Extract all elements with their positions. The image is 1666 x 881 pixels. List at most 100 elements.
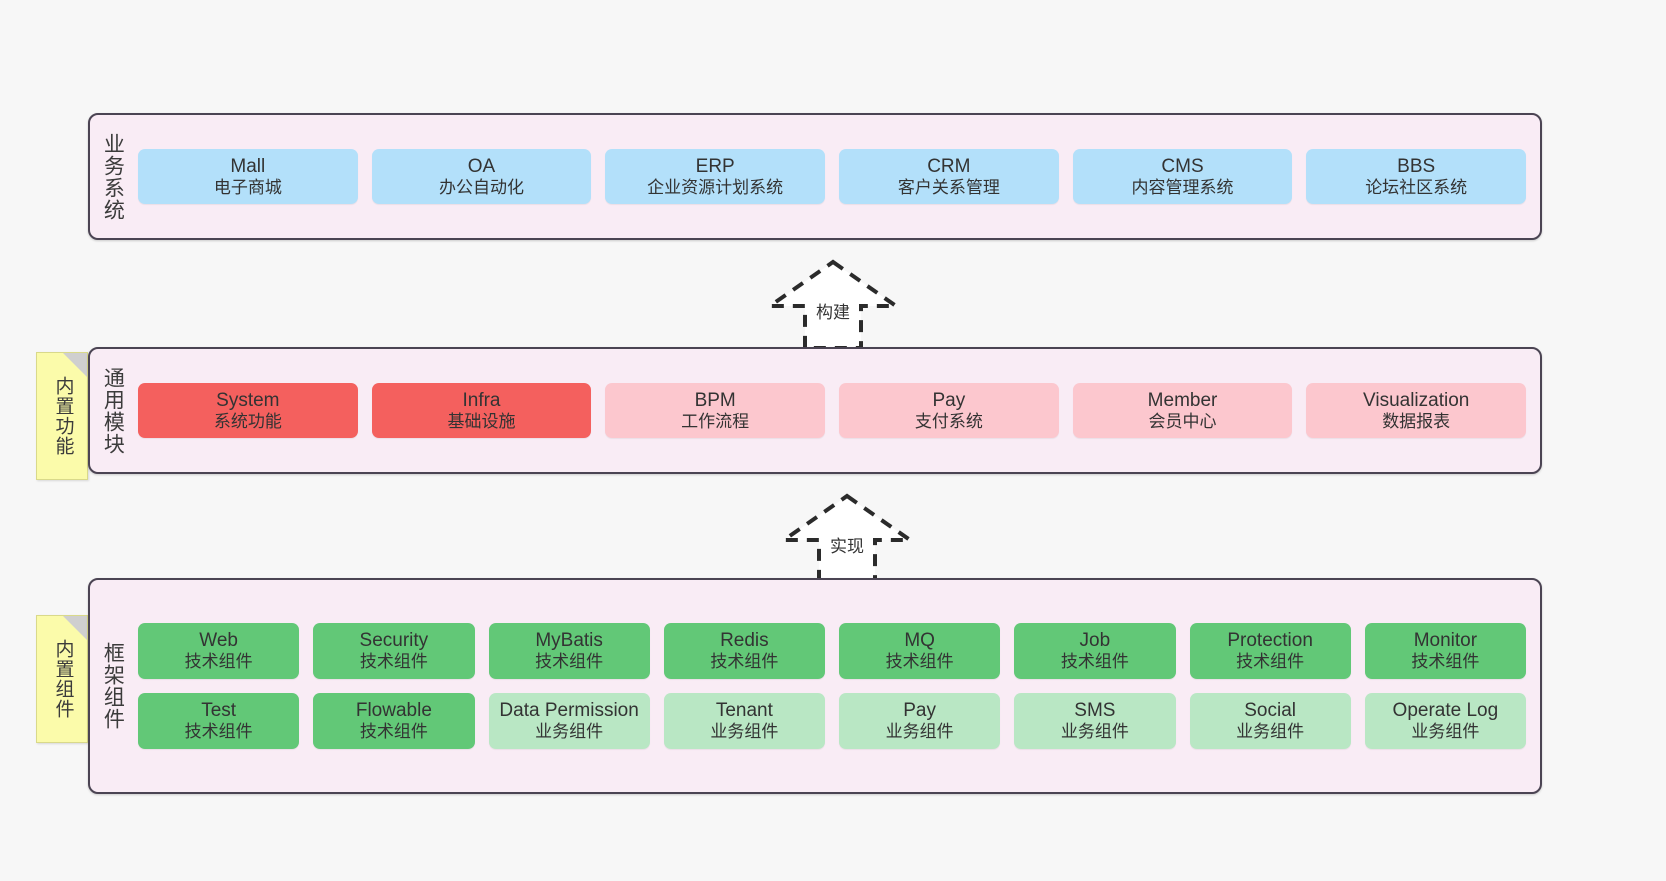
card-title: Visualization	[1363, 389, 1470, 411]
card-subtitle: 支付系统	[914, 411, 983, 431]
card-protection[interactable]: Protection 技术组件	[1189, 623, 1351, 679]
card-row: System 系统功能 Infra 基础设施 BPM 工作流程 Pay 支付系统…	[138, 382, 1527, 439]
card-subtitle: 企业资源计划系统	[647, 177, 784, 197]
dashed-hollow-arrow-up-icon	[777, 493, 917, 584]
layer-body-business-systems: Mall 电子商城 OA 办公自动化 ERP 企业资源计划系统 CRM 客户关系…	[134, 115, 1540, 238]
card-row: Web 技术组件 Security 技术组件 MyBatis 技术组件 Redi…	[138, 623, 1526, 679]
card-subtitle: 业务组件	[535, 722, 604, 742]
card-pay[interactable]: Pay 支付系统	[839, 382, 1059, 439]
card-title: System	[216, 389, 280, 411]
card-subtitle: 业务组件	[1060, 722, 1129, 742]
card-title: Protection	[1227, 630, 1313, 652]
card-subtitle: 基础设施	[447, 411, 516, 431]
card-title: Security	[359, 630, 429, 652]
card-subtitle: 办公自动化	[439, 177, 524, 197]
card-title: Operate Log	[1392, 700, 1499, 721]
card-title: BPM	[694, 389, 736, 411]
card-title: ERP	[695, 155, 735, 177]
card-social[interactable]: Social 业务组件	[1189, 693, 1351, 749]
card-flowable[interactable]: Flowable 技术组件	[313, 693, 475, 749]
card-subtitle: 论坛社区系统	[1365, 177, 1468, 197]
card-subtitle: 业务组件	[1236, 722, 1305, 742]
card-job[interactable]: Job 技术组件	[1014, 623, 1176, 679]
card-monitor[interactable]: Monitor 技术组件	[1364, 623, 1526, 679]
card-subtitle: 电子商城	[213, 177, 282, 197]
card-subtitle: 技术组件	[1236, 652, 1305, 672]
card-title: Member	[1147, 389, 1218, 411]
card-subtitle: 技术组件	[184, 652, 253, 672]
note-builtin-components: 内置组件	[36, 615, 88, 743]
card-infra[interactable]: Infra 基础设施	[371, 382, 592, 439]
card-subtitle: 系统功能	[213, 411, 282, 431]
card-subtitle: 技术组件	[184, 722, 253, 742]
layer-framework-components: 框架组件 Web 技术组件 Security 技术组件 MyBatis 技术组件…	[88, 578, 1542, 794]
note-builtin-features: 内置功能	[36, 352, 88, 480]
card-subtitle: 业务组件	[885, 722, 954, 742]
card-title: Data Permission	[499, 700, 639, 721]
card-subtitle: 技术组件	[359, 652, 428, 672]
card-title: Infra	[462, 389, 501, 411]
card-title: Flowable	[355, 700, 432, 721]
card-system[interactable]: System 系统功能	[138, 382, 358, 439]
card-test[interactable]: Test 技术组件	[138, 693, 300, 749]
card-row: Test 技术组件 Flowable 技术组件 Data Permission …	[138, 693, 1526, 749]
connector-implement-label: 实现	[830, 537, 864, 556]
card-subtitle: 数据报表	[1382, 411, 1451, 431]
card-member[interactable]: Member 会员中心	[1072, 382, 1293, 439]
layer-title-framework-components: 框架组件	[101, 642, 125, 730]
card-crm[interactable]: CRM 客户关系管理	[839, 148, 1059, 205]
card-security[interactable]: Security 技术组件	[313, 623, 475, 679]
card-subtitle: 技术组件	[885, 652, 954, 672]
card-title: Monitor	[1413, 630, 1478, 652]
card-title: Pay	[932, 389, 966, 411]
card-data-permission[interactable]: Data Permission 业务组件	[488, 693, 650, 749]
card-subtitle: 内容管理系统	[1131, 177, 1234, 197]
card-erp[interactable]: ERP 企业资源计划系统	[605, 148, 826, 205]
note-fold-corner-icon	[63, 353, 87, 377]
connector-build: 构建	[758, 258, 908, 350]
layer-body-common-modules: System 系统功能 Infra 基础设施 BPM 工作流程 Pay 支付系统…	[134, 349, 1540, 472]
card-tenant[interactable]: Tenant 业务组件	[663, 693, 825, 749]
card-title: Job	[1079, 630, 1111, 652]
card-bbs[interactable]: BBS 论坛社区系统	[1306, 148, 1527, 205]
card-subtitle: 技术组件	[359, 722, 428, 742]
card-redis[interactable]: Redis 技术组件	[663, 623, 825, 679]
note-label: 内置功能	[52, 376, 74, 456]
card-visualization[interactable]: Visualization 数据报表	[1306, 382, 1527, 439]
card-pay-business[interactable]: Pay 业务组件	[839, 693, 1001, 749]
card-title: Social	[1244, 700, 1296, 721]
card-oa[interactable]: OA 办公自动化	[371, 148, 592, 205]
card-title: Web	[199, 630, 238, 652]
card-web[interactable]: Web 技术组件	[138, 623, 300, 679]
connector-implement: 实现	[772, 492, 922, 584]
card-subtitle: 技术组件	[1060, 652, 1129, 672]
card-title: CMS	[1161, 155, 1204, 177]
card-title: SMS	[1074, 700, 1116, 721]
card-operate-log[interactable]: Operate Log 业务组件	[1364, 693, 1526, 749]
card-title: Pay	[903, 700, 936, 721]
card-sms[interactable]: SMS 业务组件	[1014, 693, 1176, 749]
connector-build-label: 构建	[816, 303, 850, 322]
card-title: OA	[467, 155, 496, 177]
dashed-hollow-arrow-up-icon	[763, 259, 903, 350]
card-subtitle: 会员中心	[1148, 411, 1217, 431]
note-label: 内置组件	[52, 639, 74, 719]
card-title: MyBatis	[535, 630, 603, 652]
card-title: MQ	[904, 630, 935, 652]
card-title: CRM	[927, 155, 971, 177]
card-subtitle: 工作流程	[681, 411, 750, 431]
card-title: Mall	[230, 155, 266, 177]
card-mq[interactable]: MQ 技术组件	[839, 623, 1001, 679]
card-subtitle: 客户关系管理	[897, 177, 1000, 197]
card-mybatis[interactable]: MyBatis 技术组件	[488, 623, 650, 679]
card-title: BBS	[1397, 155, 1436, 177]
card-mall[interactable]: Mall 电子商城	[138, 148, 358, 205]
card-subtitle: 技术组件	[710, 652, 779, 672]
card-subtitle: 业务组件	[710, 722, 779, 742]
card-row: Mall 电子商城 OA 办公自动化 ERP 企业资源计划系统 CRM 客户关系…	[138, 148, 1527, 205]
card-bpm[interactable]: BPM 工作流程	[605, 382, 826, 439]
card-subtitle: 技术组件	[1411, 652, 1480, 672]
card-title: Test	[201, 700, 237, 721]
card-cms[interactable]: CMS 内容管理系统	[1072, 148, 1293, 205]
